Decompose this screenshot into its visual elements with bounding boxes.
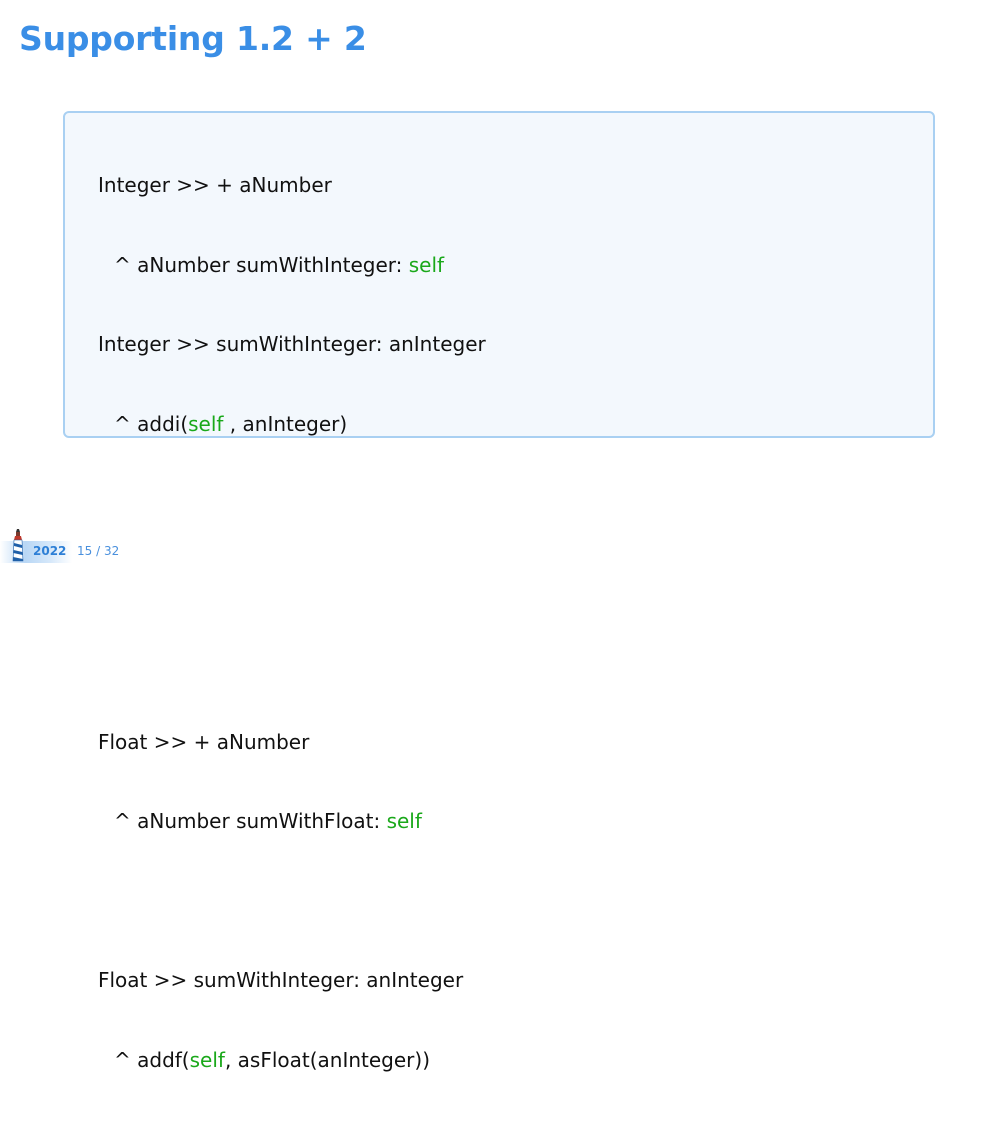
code-text: ^ addf( — [114, 1047, 190, 1072]
code-text: , anInteger) — [223, 411, 348, 436]
code-gap — [98, 649, 486, 676]
code-line-float-plus-body: ^ aNumber sumWithFloat: self — [98, 808, 486, 835]
lighthouse-icon — [12, 529, 24, 562]
slide-title: Supporting 1.2 + 2 — [19, 19, 367, 58]
code-text: ^ aNumber sumWithInteger: — [114, 252, 409, 277]
code-line-integer-plus-header: Integer >> + aNumber — [98, 173, 332, 197]
code-text: , asFloat(anInteger)) — [224, 1047, 431, 1072]
code-line-integer-plus-body: ^ aNumber sumWithInteger: self — [98, 252, 486, 279]
slide-footer: 2022 15 / 32 — [0, 527, 1000, 563]
code-line-float-sum-body: ^ addf(self, asFloat(anInteger)) — [98, 1047, 486, 1074]
code-gap — [98, 570, 486, 597]
page-number: 15 / 32 — [77, 544, 120, 558]
code-lines: Integer >> + aNumber ^ aNumber sumWithIn… — [98, 119, 486, 1126]
self-keyword: self — [188, 411, 224, 436]
self-keyword: self — [189, 1047, 225, 1072]
code-line-integer-sum-header: Integer >> sumWithInteger: anInteger — [98, 332, 486, 356]
self-keyword: self — [386, 809, 422, 833]
code-gap — [98, 490, 486, 517]
code-block: Integer >> + aNumber ^ aNumber sumWithIn… — [63, 111, 935, 1072]
footer-year: 2022 — [33, 544, 67, 558]
code-text: ^ aNumber sumWithFloat: — [114, 809, 387, 833]
code-line-float-sum-header: Float >> sumWithInteger: anInteger — [98, 968, 464, 992]
code-gap — [98, 888, 486, 915]
code-line-float-plus-header: Float >> + aNumber — [98, 729, 310, 754]
code-line-integer-sum-body: ^ addi(self , anInteger) — [98, 411, 486, 438]
code-text: ^ addi( — [114, 411, 189, 436]
self-keyword: self — [408, 252, 445, 277]
